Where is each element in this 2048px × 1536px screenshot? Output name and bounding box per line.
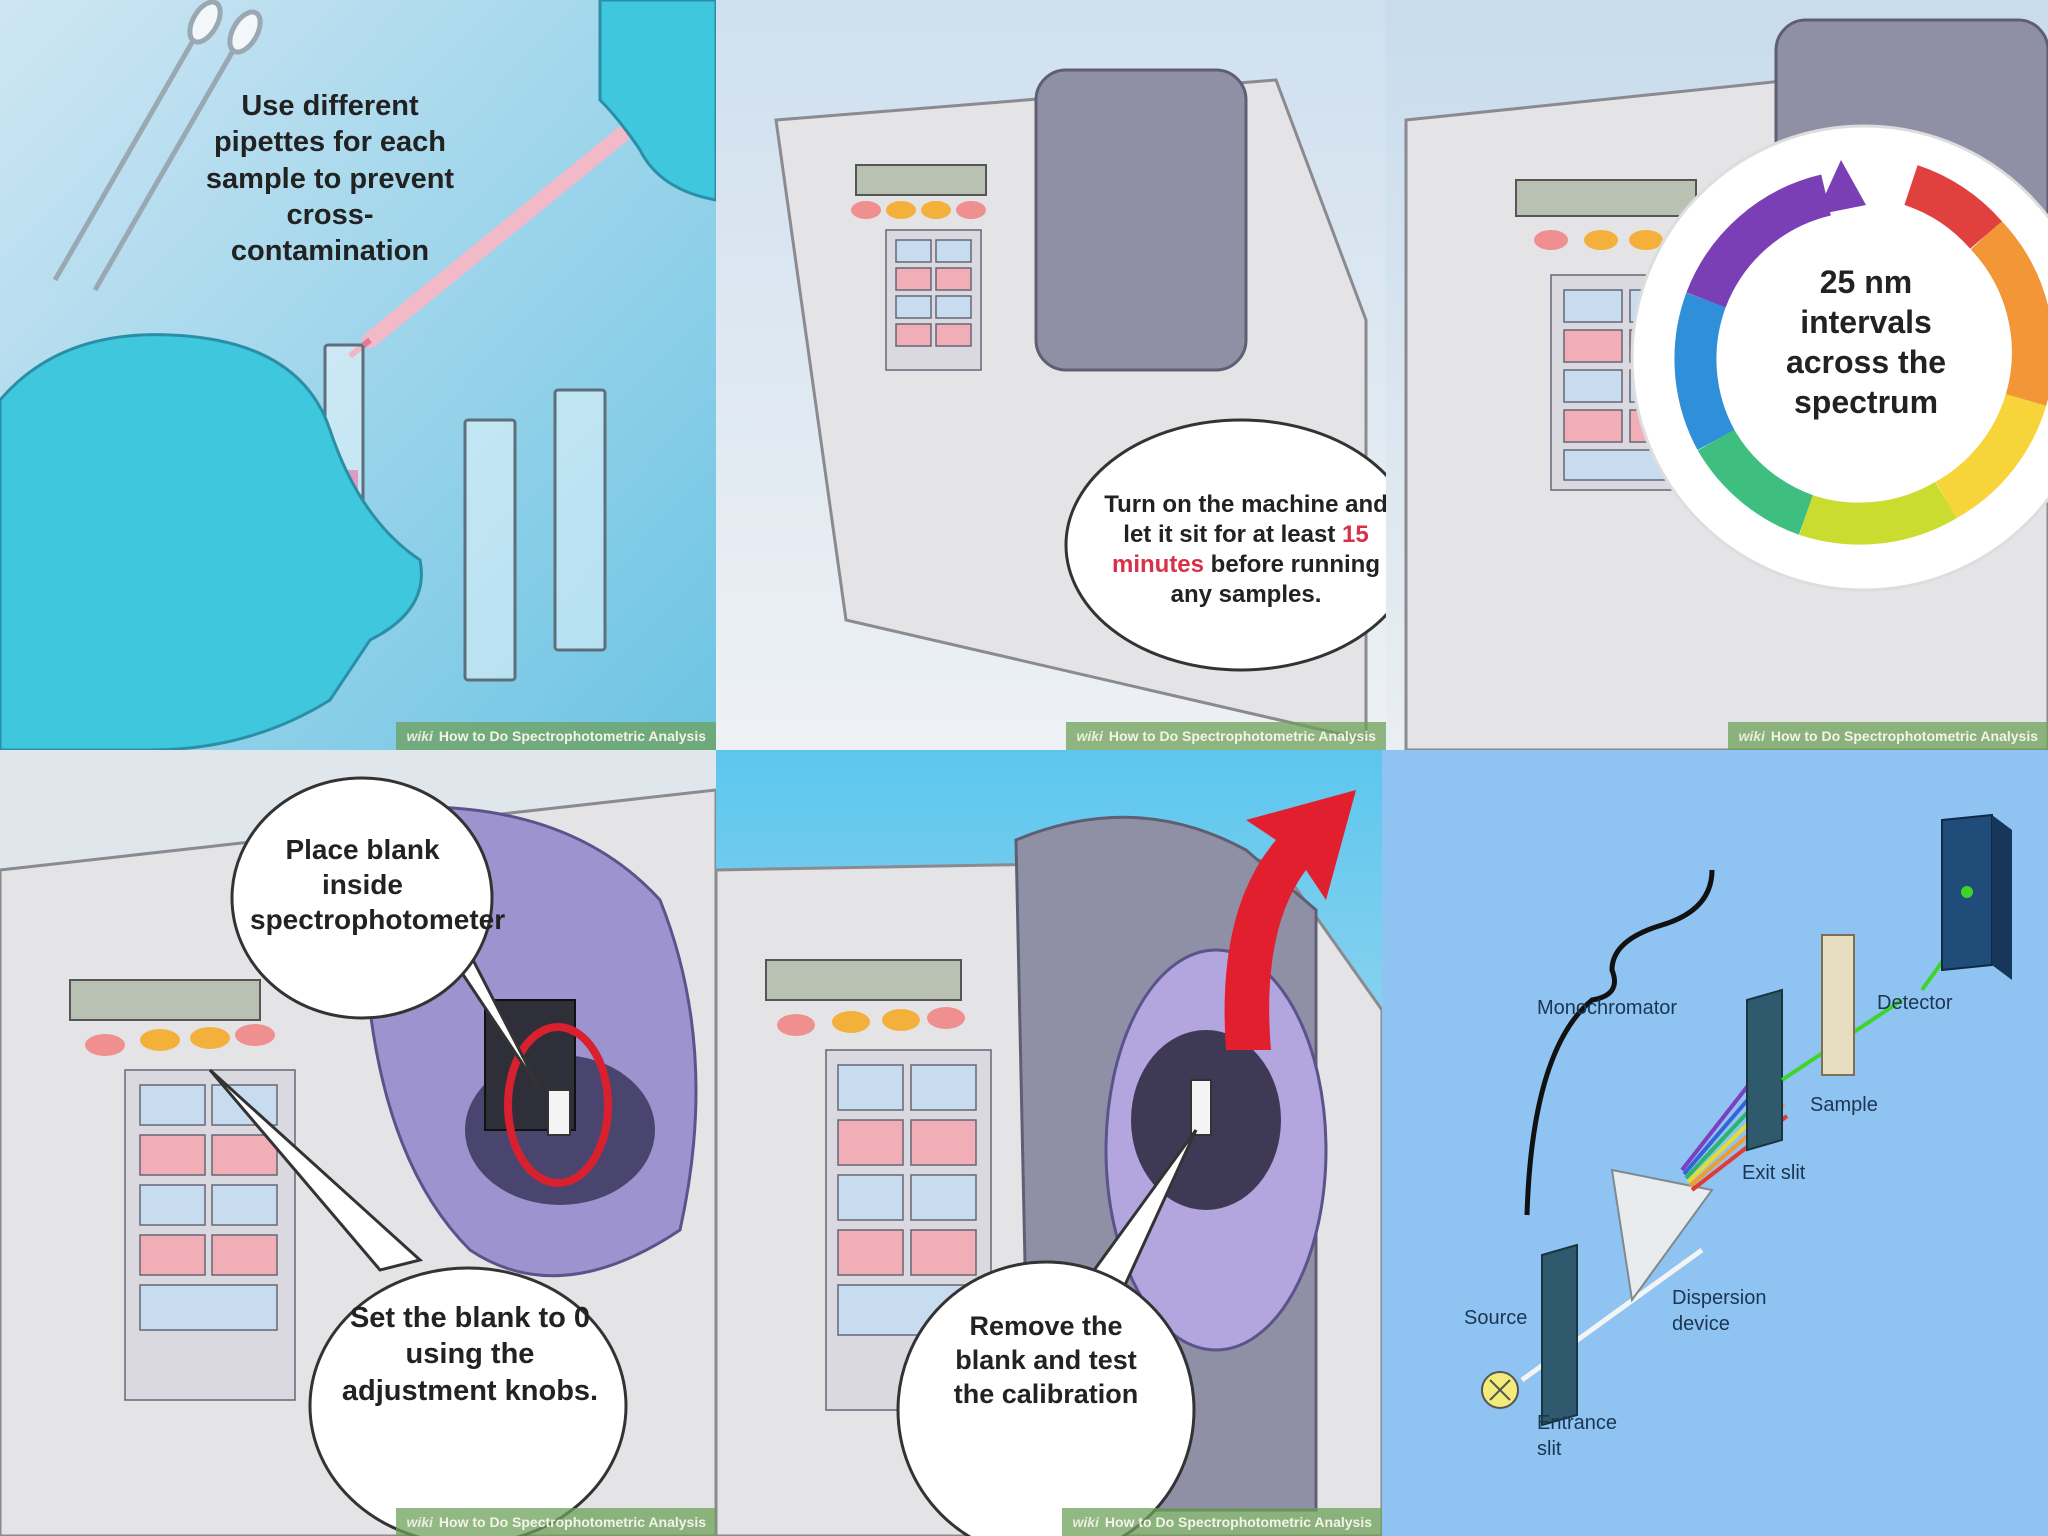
keypad-icon xyxy=(885,229,982,371)
speech-bubble-icon xyxy=(896,1260,1196,1536)
caption-brand: wiki xyxy=(1738,728,1765,744)
blank-text-bottom: Set the blank to 0 using the adjustment … xyxy=(341,1302,599,1407)
pointer-bottom-icon xyxy=(208,1068,424,1272)
caption-title: How to Do Spectrophotometric Analysis xyxy=(1104,1514,1372,1530)
pipettes-caption: wiki How to Do Spectrophotometric Analysi… xyxy=(396,722,716,750)
blank-illustration xyxy=(0,750,716,1536)
panel-blank: Place blank inside spectrophotometer Set… xyxy=(0,750,716,1536)
panel-remove: Remove the blank and test the calibratio… xyxy=(716,750,1382,1536)
control-buttons-icon xyxy=(851,201,986,219)
label-entrance: Entrance slit xyxy=(1537,1412,1618,1460)
keypad-icon xyxy=(825,1049,992,1411)
caption-title: How to Do Spectrophotometric Analysis xyxy=(438,728,706,744)
remove-illustration xyxy=(716,750,1382,1536)
label-exit-slit: Exit slit xyxy=(1742,1162,1806,1184)
pipettes-illustration xyxy=(0,0,716,750)
panel-intervals: 25 nm intervals across the spectrum wiki… xyxy=(1386,0,2048,750)
caption-title: How to Do Spectrophotometric Analysis xyxy=(438,1514,706,1530)
panel-schematic: Monochromator Detector Sample Exit slit … xyxy=(1382,750,2048,1536)
warmup-caption: wiki How to Do Spectrophotometric Analysi… xyxy=(1066,722,1386,750)
prism-icon xyxy=(1610,1168,1714,1303)
warmup-text-before: Turn on the machine and let it sit for a… xyxy=(1104,491,1386,548)
entrance-slit-icon xyxy=(1541,1243,1578,1427)
label-detector: Detector xyxy=(1877,992,1953,1014)
spectrum-ring-icon xyxy=(1674,165,2048,545)
intervals-illustration xyxy=(1386,0,2048,750)
caption-brand: wiki xyxy=(1076,728,1103,744)
intervals-text: 25 nm intervals across the spectrum xyxy=(1785,264,1947,420)
display-icon xyxy=(69,979,261,1021)
control-buttons-icon xyxy=(1534,230,1663,250)
speech-bubble-icon xyxy=(1064,418,1386,672)
sample-pipette-icon xyxy=(348,112,648,359)
glove-top-icon xyxy=(598,0,716,202)
highlight-circle-icon xyxy=(504,1023,612,1187)
label-monochromator: Monochromator xyxy=(1537,997,1678,1019)
glove-hand-icon xyxy=(0,333,423,750)
display-icon xyxy=(765,959,962,1001)
spare-pipettes-icon xyxy=(52,0,263,292)
panel-pipettes: Use different pipettes for each sample t… xyxy=(0,0,716,750)
speech-bubble-bottom-icon xyxy=(308,1266,628,1536)
sample-cuvette-icon xyxy=(1821,934,1855,1076)
label-source: Source xyxy=(1464,1307,1528,1329)
caption-title: How to Do Spectrophotometric Analysis xyxy=(1770,728,2038,744)
warmup-text-after: before running any samples. xyxy=(1170,551,1380,608)
control-buttons-icon xyxy=(777,1007,965,1036)
caption-title: How to Do Spectrophotometric Analysis xyxy=(1108,728,1376,744)
warmup-illustration xyxy=(716,0,1386,750)
display-icon xyxy=(1515,179,1697,217)
caption-brand: wiki xyxy=(1072,1514,1099,1530)
pipettes-text: Use different pipettes for each sample t… xyxy=(205,90,455,267)
display-icon xyxy=(855,164,987,196)
warmup-text: Turn on the machine and let it sit for a… xyxy=(1096,490,1386,610)
blank-text-top: Place blank inside spectrophotometer xyxy=(250,834,506,935)
remove-text: Remove the blank and test the calibratio… xyxy=(953,1311,1139,1409)
exit-slit-icon xyxy=(1746,988,1783,1152)
speech-bubble-top-icon xyxy=(230,776,494,1020)
schematic-diagram xyxy=(1382,750,2048,1536)
label-dispersion: Dispersion device xyxy=(1672,1287,1767,1335)
blank-caption: wiki How to Do Spectrophotometric Analysi… xyxy=(396,1508,716,1536)
caption-brand: wiki xyxy=(406,728,433,744)
caption-brand: wiki xyxy=(406,1514,433,1530)
control-buttons-icon xyxy=(85,1024,275,1056)
intervals-caption: wiki How to Do Spectrophotometric Analysi… xyxy=(1728,722,2048,750)
remove-caption: wiki How to Do Spectrophotometric Analysi… xyxy=(1062,1508,1382,1536)
label-sample: Sample xyxy=(1810,1094,1878,1116)
ring-arrow-icon xyxy=(1816,160,1866,215)
warmup-highlight: 15 minutes xyxy=(1111,521,1369,578)
panel-warmup: Turn on the machine and let it sit for a… xyxy=(716,0,1386,750)
machine-lid-icon xyxy=(1034,68,1248,372)
keypad-icon xyxy=(124,1069,296,1401)
lift-arrow-icon xyxy=(1224,790,1356,1050)
monochromator-bracket-icon xyxy=(1524,869,1715,1216)
